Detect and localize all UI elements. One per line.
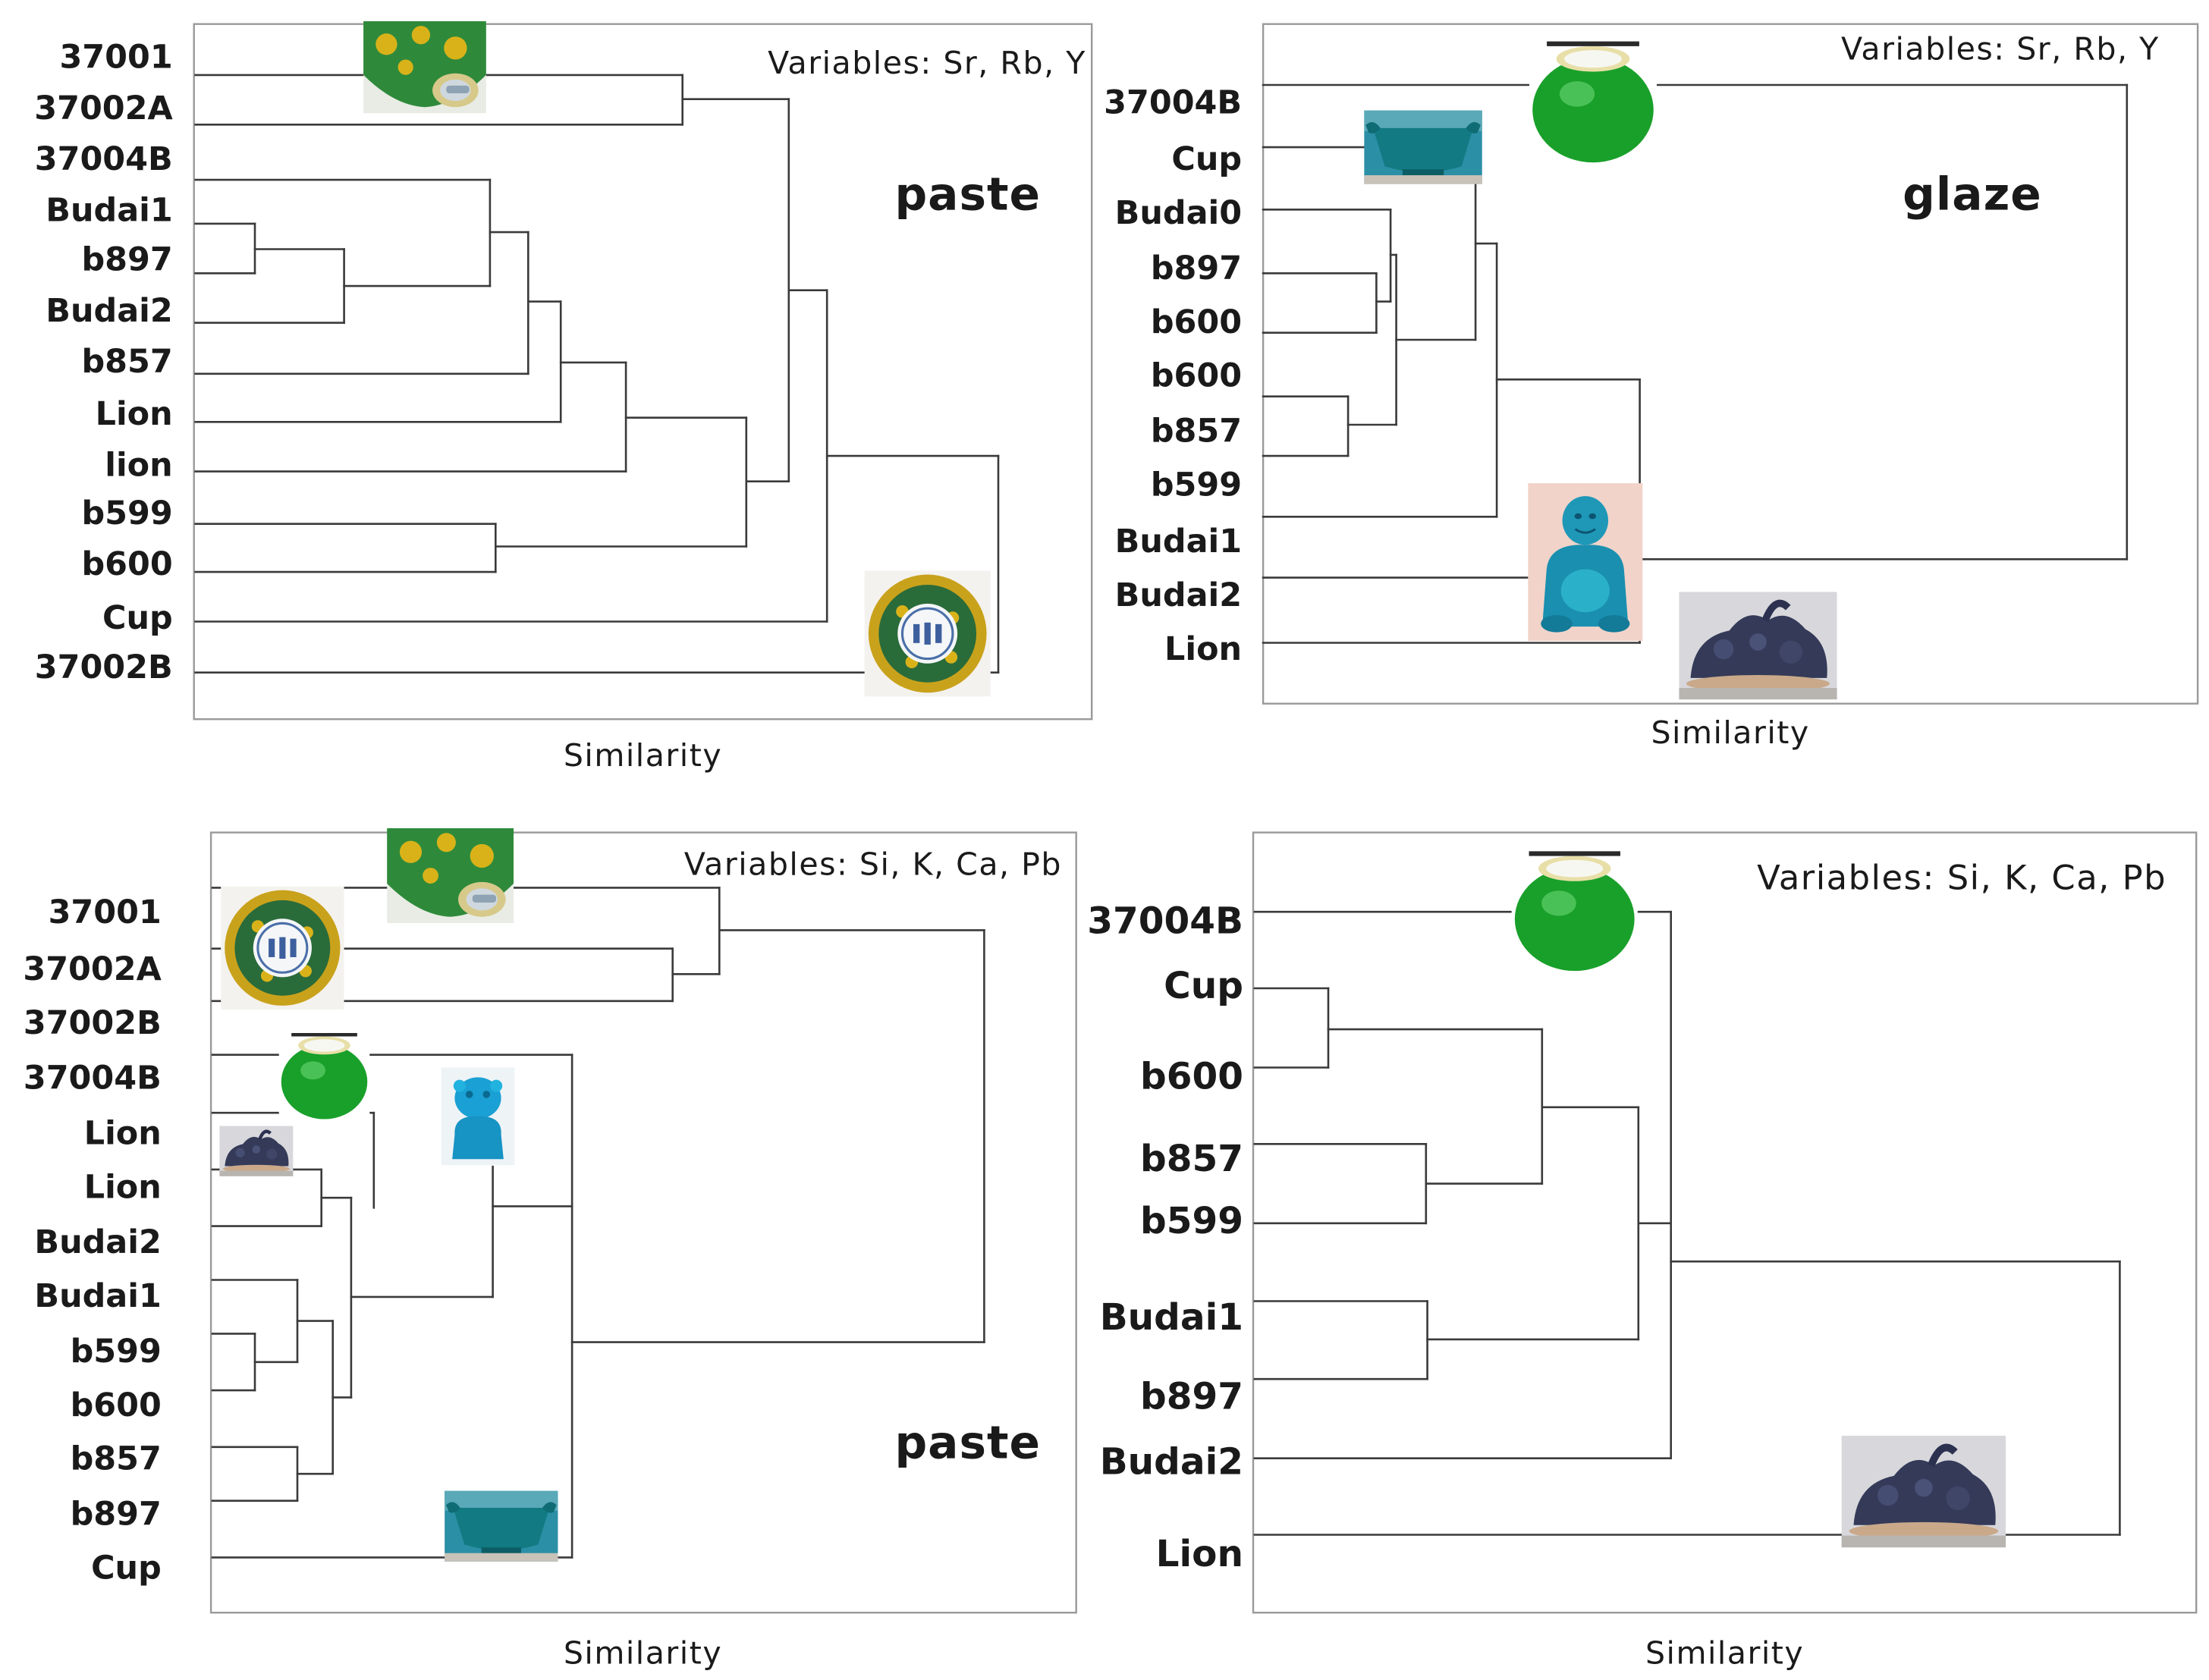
leaf-label: Lion: [1164, 630, 1242, 668]
turquoise-cup-icon: [445, 1490, 558, 1562]
leaf-label: b599: [81, 495, 172, 532]
leaf-label: 37004B: [24, 1060, 162, 1097]
green-bowl-icon: [1511, 848, 1638, 975]
leaf-label: lion: [105, 446, 172, 484]
yellow-rim-bowl-icon: [219, 886, 346, 1010]
leaf-label: 37001: [49, 893, 162, 931]
leaf-label: b600: [81, 545, 172, 583]
leaf-label: 37001: [59, 39, 172, 77]
axis-label-similarity: Similarity: [1651, 714, 1809, 751]
turquoise-budai-icon: [1528, 482, 1643, 642]
leaf-label: Budai2: [1115, 576, 1242, 614]
leaf-label: b897: [1151, 250, 1242, 287]
leaf-label: 37004B: [1104, 83, 1242, 121]
leaf-label: b600: [1151, 357, 1242, 395]
aubergine-lion-icon: [1842, 1436, 2006, 1548]
leaf-label: b857: [1140, 1138, 1243, 1180]
leaf-label: Budai2: [34, 1223, 161, 1261]
leaf-label: Budai0: [1115, 194, 1242, 232]
green-yellow-bowl-icon: [387, 828, 514, 924]
leaf-label: Budai1: [46, 191, 172, 229]
dendrogram-tree: [194, 74, 1000, 674]
turquoise-lion-icon: [441, 1067, 515, 1166]
green-bowl-icon: [1529, 38, 1657, 166]
axis-label-similarity: Similarity: [564, 737, 722, 774]
variables-note: Variables: Sr, Rb, Y: [768, 45, 1086, 81]
leaf-label: Lion: [96, 395, 173, 433]
panel-frame: [1262, 23, 2199, 705]
leaf-label: b897: [1140, 1376, 1243, 1418]
turquoise-cup-icon: [1364, 110, 1482, 184]
leaf-label: Cup: [102, 599, 173, 637]
sample-type-tag: paste: [894, 168, 1041, 221]
leaf-label: Lion: [1156, 1533, 1243, 1575]
leaf-label: 37002B: [24, 1004, 162, 1042]
sample-type-tag: paste: [894, 1418, 1041, 1470]
sample-type-tag: glaze: [1903, 168, 2042, 221]
leaf-label: b600: [71, 1386, 162, 1424]
green-yellow-bowl-icon: [363, 21, 486, 114]
variables-note: Variables: Sr, Rb, Y: [1841, 30, 2160, 67]
aubergine-lion-icon: [219, 1126, 293, 1176]
leaf-label: Cup: [1171, 140, 1242, 178]
leaf-label: b599: [71, 1333, 162, 1371]
leaf-label: Budai1: [34, 1277, 161, 1315]
leaf-label: 37004B: [1087, 900, 1243, 942]
leaf-label: b600: [1140, 1056, 1243, 1098]
green-bowl-icon: [278, 1031, 370, 1122]
dendrogram-panel-paste-si-k-ca-pb: 3700137002A37002B37004BLionLionBudai2Bud…: [23, 828, 1077, 1671]
leaf-label: Budai2: [46, 292, 172, 330]
panel-frame: [1252, 831, 2198, 1614]
leaf-label: b897: [81, 241, 172, 279]
yellow-rim-bowl-icon: [863, 570, 991, 697]
leaf-label: Budai1: [1100, 1296, 1243, 1339]
variables-note: Variables: Si, K, Ca, Pb: [684, 846, 1062, 883]
leaf-label: 37004B: [35, 140, 173, 178]
aubergine-lion-icon: [1679, 592, 1837, 699]
leaf-label: b857: [71, 1440, 162, 1478]
variables-note: Variables: Si, K, Ca, Pb: [1757, 857, 2167, 897]
leaf-label: Budai1: [1115, 523, 1242, 561]
leaf-label: b600: [1151, 303, 1242, 341]
panel-frame: [193, 23, 1093, 721]
leaf-label: b599: [1151, 466, 1242, 504]
leaf-label: b857: [81, 343, 172, 381]
leaf-label: Lion: [84, 1168, 162, 1206]
leaf-label: b599: [1140, 1200, 1243, 1242]
dendrogram-tree: [1253, 910, 2121, 1536]
leaf-label: 37002A: [23, 950, 161, 988]
dendrogram-tree: [1262, 83, 2129, 644]
leaf-label: b857: [1151, 413, 1242, 451]
leaf-label: Cup: [91, 1550, 162, 1587]
axis-label-similarity: Similarity: [564, 1634, 722, 1671]
leaf-label: Cup: [1164, 965, 1243, 1007]
leaf-label: b897: [71, 1496, 162, 1534]
leaf-label: 37002A: [34, 89, 172, 127]
leaf-label: Budai2: [1100, 1440, 1243, 1483]
leaf-label: Lion: [84, 1114, 162, 1152]
leaf-label: 37002B: [35, 648, 173, 686]
panel-frame: [209, 831, 1077, 1614]
axis-label-similarity: Similarity: [1645, 1634, 1804, 1671]
